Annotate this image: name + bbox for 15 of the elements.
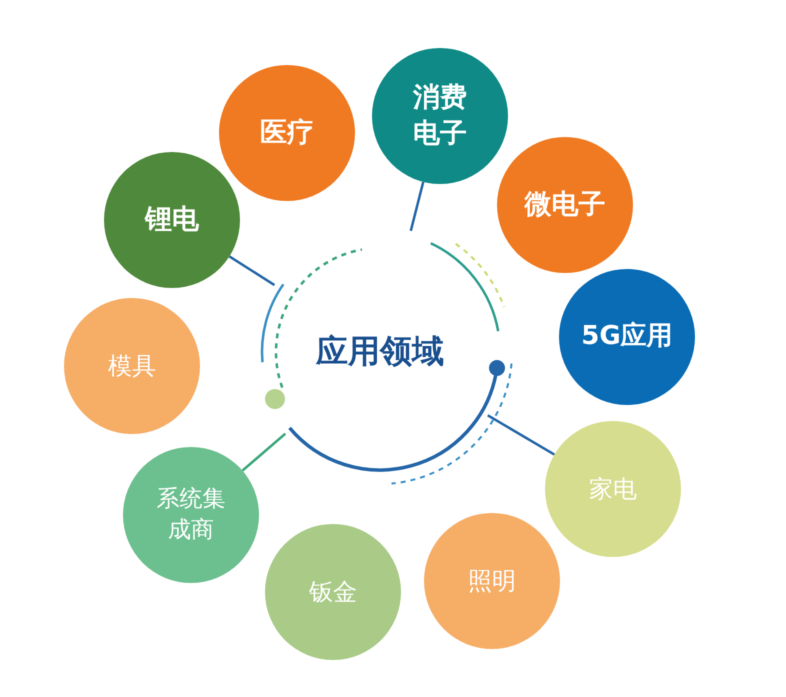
category-label: 系统集成商 bbox=[156, 484, 226, 545]
category-label: 照明 bbox=[468, 566, 516, 597]
connector-line bbox=[487, 414, 556, 456]
center-title: 应用领域 bbox=[316, 331, 444, 372]
category-label: 微电子 bbox=[524, 188, 606, 222]
connector-line bbox=[228, 255, 276, 286]
category-label: 5G应用 bbox=[581, 320, 673, 354]
connector-line bbox=[242, 432, 286, 472]
category-label: 家电 bbox=[589, 474, 637, 505]
category-label: 医疗 bbox=[260, 116, 314, 150]
category-label: 锂电 bbox=[145, 202, 199, 237]
category-label: 模具 bbox=[108, 350, 156, 382]
category-label: 消费电子 bbox=[412, 80, 468, 151]
category-label: 钣金 bbox=[309, 576, 357, 608]
connector-line bbox=[410, 182, 424, 232]
